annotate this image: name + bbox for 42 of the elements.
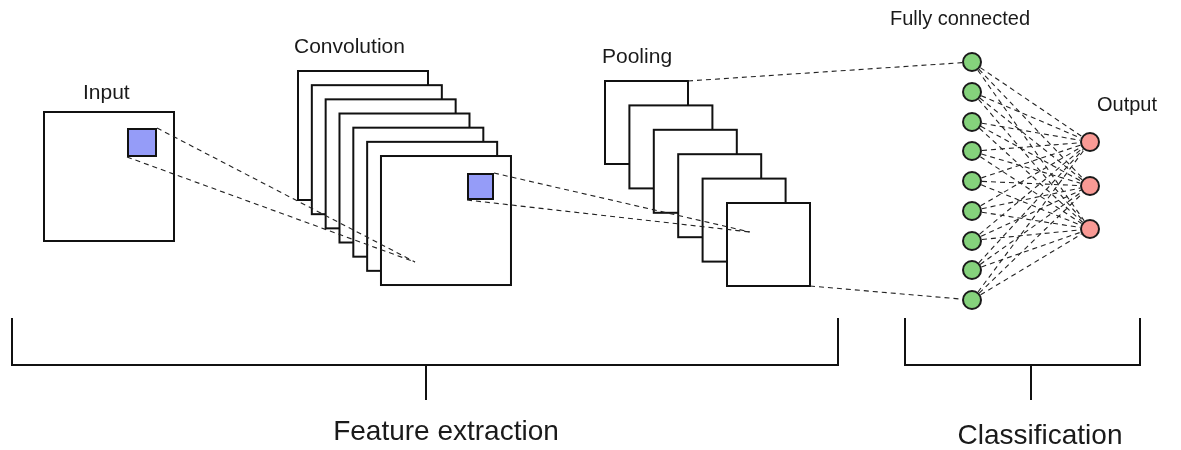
layer-heading: Output [1097,92,1158,116]
connection-line [978,68,1084,180]
connection-line [980,231,1082,268]
neuron-node [962,111,982,132]
section-label: Feature extraction [333,414,559,448]
connection-line [981,187,1081,210]
connection-line [493,172,751,233]
connection-line [979,147,1083,235]
connection-line [979,67,1083,137]
connection-line [977,149,1085,293]
layer-heading: Fully connected [889,6,1031,30]
layer-heading: Convolution [294,34,405,58]
output-neuron [1080,219,1100,239]
neuron-node [962,260,982,281]
connection-line [687,62,963,82]
filter-window [466,173,494,200]
connection-line [981,153,1081,184]
neuron-node [962,141,982,162]
connection-line [981,122,1081,141]
connection-line [978,148,1084,264]
connection-line [979,156,1083,225]
connection-line [979,97,1083,181]
layer-heading: Input [83,80,130,104]
output-neuron [1080,176,1100,196]
connection-line [980,189,1082,237]
neuron-node [962,171,982,191]
neuron-node [962,230,982,251]
connection-line [980,125,1082,182]
section-label: Classification [957,418,1123,450]
connection-line [126,156,416,263]
output-neuron [1080,132,1100,152]
neuron-node [962,81,982,102]
filter-window [127,128,157,157]
neuron-node [962,290,982,310]
connection-line [978,127,1084,223]
connection-line [980,144,1082,179]
connection-line [466,199,751,233]
connection-line [977,98,1085,222]
connection-line [977,69,1085,222]
neuron-node [962,200,982,221]
layer-heading: Pooling [602,44,673,68]
neuron-node [962,52,982,72]
